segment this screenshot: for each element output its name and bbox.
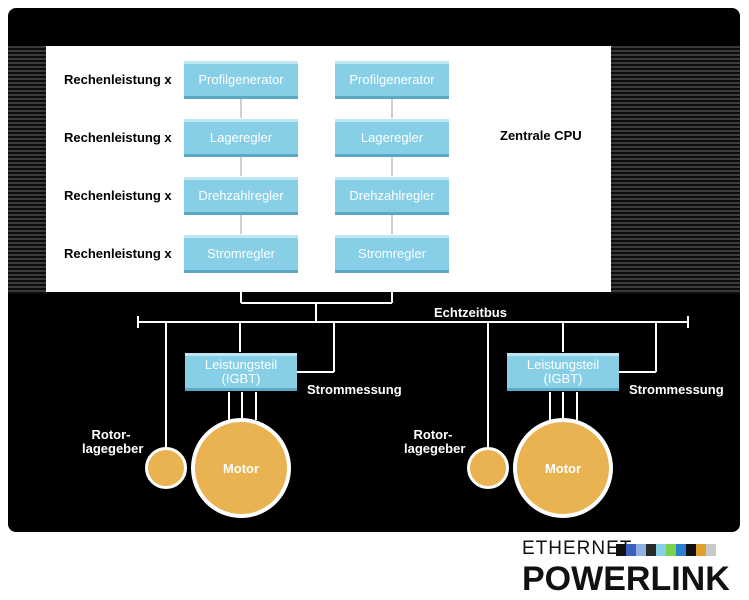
cpu-box [46, 46, 611, 292]
current-measurement-label-1: Strommessung [307, 382, 402, 397]
power-stage-1-line2: (IGBT) [221, 371, 261, 386]
logo-color-segment [646, 544, 656, 556]
logo-color-segment [706, 544, 716, 556]
logo-color-segment [696, 544, 706, 556]
rotor-encoder-label-2-line1: Rotor- [413, 427, 453, 442]
right-position-controller-block: Lageregler [335, 119, 449, 157]
row-label-position: Rechenleistung x [64, 130, 172, 145]
left-speed-controller-block: Drehzahlregler [184, 177, 298, 215]
logo-color-segment [636, 544, 646, 556]
rotor-encoder-1 [145, 447, 187, 489]
logo-color-segment [616, 544, 626, 556]
left-profile-generator-block: Profilgenerator [184, 61, 298, 99]
logo-color-segment [656, 544, 666, 556]
power-stage-2-line1: Leistungsteil [526, 357, 600, 372]
motor-1: Motor [191, 418, 291, 518]
logo-color-segment [686, 544, 696, 556]
logo-color-bar [616, 544, 716, 556]
rotor-encoder-label-2: Rotor- lagegeber [404, 427, 466, 456]
rotor-encoder-label-1-line2: lagegeber [82, 441, 144, 456]
bus-label: Echtzeitbus [434, 305, 507, 320]
row-label-speed: Rechenleistung x [64, 188, 172, 203]
rotor-encoder-label-1-line1: Rotor- [91, 427, 131, 442]
right-profile-generator-block: Profilgenerator [335, 61, 449, 99]
power-stage-1-line1: Leistungsteil [204, 357, 278, 372]
power-stage-2: Leistungsteil (IGBT) [507, 353, 619, 391]
right-speed-controller-block: Drehzahlregler [335, 177, 449, 215]
stripe-decoration-left [8, 46, 48, 294]
logo-ethernet-text: ETHERNET [522, 538, 633, 559]
cpu-label: Zentrale CPU [500, 128, 582, 143]
current-measurement-label-2: Strommessung [629, 382, 724, 397]
row-label-current: Rechenleistung x [64, 246, 172, 261]
rotor-encoder-label-2-line2: lagegeber [404, 441, 466, 456]
left-current-controller-block: Stromregler [184, 235, 298, 273]
ethernet-powerlink-logo: ETHERNET POWERLINK [522, 538, 740, 598]
logo-powerlink-text: POWERLINK [522, 560, 730, 598]
row-label-profile: Rechenleistung x [64, 72, 172, 87]
power-stage-2-line2: (IGBT) [543, 371, 583, 386]
right-current-controller-block: Stromregler [335, 235, 449, 273]
logo-color-segment [626, 544, 636, 556]
motor-2: Motor [513, 418, 613, 518]
rotor-encoder-label-1: Rotor- lagegeber [82, 427, 144, 456]
logo-color-segment [666, 544, 676, 556]
left-position-controller-block: Lageregler [184, 119, 298, 157]
logo-color-segment [676, 544, 686, 556]
rotor-encoder-2 [467, 447, 509, 489]
stripe-decoration-right [610, 46, 740, 294]
power-stage-1: Leistungsteil (IGBT) [185, 353, 297, 391]
